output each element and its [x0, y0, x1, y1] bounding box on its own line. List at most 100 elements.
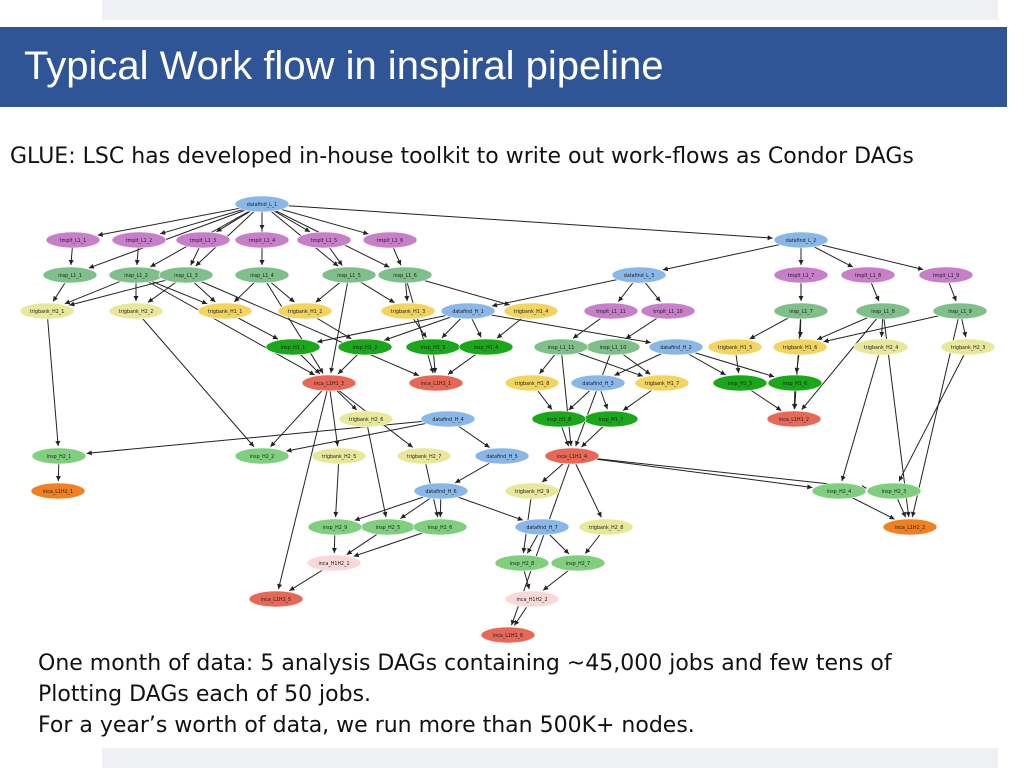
- dag-node-label: datafind_L_1: [247, 202, 277, 208]
- dag-edge-arrowhead: [286, 447, 292, 453]
- dag-node-label: tmplt_L1_9: [933, 273, 959, 279]
- dag-node-shape: [413, 482, 469, 500]
- dag-node: insp_L1_2: [108, 266, 164, 284]
- dag-edge-arrowhead: [388, 298, 395, 303]
- dag-edge-arrowhead: [195, 260, 201, 267]
- dag-node: insp_L1_7: [773, 302, 829, 320]
- dag-node-shape: [31, 447, 87, 465]
- dag-node-shape: [234, 231, 290, 249]
- dag-node-shape: [19, 302, 75, 320]
- dag-edge-arrowhead: [277, 583, 283, 590]
- dag-node-label: datafind_H_1: [452, 309, 483, 315]
- dag-edge-arrowhead: [315, 297, 322, 303]
- dag-edge-arrowhead: [917, 265, 924, 271]
- dag-node-shape: [321, 266, 377, 284]
- dag-node-label: insp_H1_4: [474, 345, 498, 351]
- dag-node: trigbank_H2_3: [940, 338, 996, 356]
- dag-edge-arrowhead: [216, 227, 223, 232]
- dag-edge: [286, 418, 449, 452]
- dag-node-label: insp_H2_7: [566, 561, 590, 567]
- dag-node-label: trigbank_H2_9: [515, 489, 550, 495]
- dag-node: tmplt_L1_3: [175, 231, 231, 249]
- dag-node: inca_L1H2_2: [882, 518, 938, 536]
- dag-edge-arrowhead: [455, 478, 461, 483]
- dag-node-label: trigbank_H1_7: [645, 381, 680, 387]
- dag-node-label: datafind_L_3: [624, 273, 654, 279]
- dag-edge-arrowhead: [134, 259, 140, 266]
- dag-node: trigbank_H1_5: [707, 338, 763, 356]
- dag-edge-arrowhead: [514, 619, 520, 626]
- dag-node: insp_L1_6: [377, 266, 433, 284]
- dag-node-shape: [504, 590, 560, 608]
- dag-edge-arrowhead: [889, 514, 895, 520]
- dag-edge-arrowhead: [840, 475, 846, 482]
- dag-node: insp_H1_3: [405, 338, 461, 356]
- dag-edge-arrowhead: [86, 450, 92, 456]
- dag-edge-arrowhead: [637, 372, 643, 377]
- dag-node: insp_H1_6: [767, 374, 823, 392]
- dag-edge-arrowhead: [901, 511, 906, 518]
- dag-node-shape: [811, 482, 867, 500]
- dag-node: trigbank_H2_5: [311, 447, 367, 465]
- dag-edge: [560, 346, 572, 447]
- dag-edge-arrowhead: [88, 263, 95, 269]
- dag-edge: [328, 382, 339, 447]
- dag-node-label: insp_H2_6: [428, 525, 452, 531]
- dag-node: insp_L1_8: [855, 302, 911, 320]
- dag-node: insp_L1_1: [42, 266, 98, 284]
- dag-node: insp_H2_5: [360, 518, 416, 536]
- dag-node-label: insp_L1_4: [250, 273, 274, 279]
- dag-edge: [135, 274, 315, 376]
- dag-edge-arrowhead: [645, 339, 651, 345]
- dag-edge: [195, 203, 263, 267]
- slide-title: Typical Work flow in inspiral pipeline: [24, 44, 664, 88]
- dag-node-shape: [234, 447, 290, 465]
- dag-node-shape: [882, 518, 938, 536]
- dag-node-shape: [504, 482, 560, 500]
- dag-edge: [86, 418, 449, 454]
- dag-node: datafind_H_5: [474, 447, 530, 465]
- dag-edge-arrowhead: [775, 405, 782, 411]
- dag-node-shape: [531, 410, 587, 428]
- dag-node-shape: [707, 338, 763, 356]
- dag-edge-arrowhead: [345, 334, 352, 339]
- dag-edge-arrowhead: [272, 334, 279, 340]
- dag-edge: [794, 310, 802, 410]
- dag-edge-arrowhead: [354, 516, 361, 522]
- dag-edge-arrowhead: [575, 440, 580, 447]
- dag-node-shape: [611, 266, 667, 284]
- dag-node-shape: [840, 266, 896, 284]
- dag-node: insp_H1_2: [337, 338, 393, 356]
- dag-edge-arrowhead: [437, 511, 443, 518]
- dag-node-label: insp_H2_1: [47, 454, 71, 460]
- dag-node: datafind_H_4: [420, 410, 476, 428]
- dag-node: datafind_L_3: [611, 266, 667, 284]
- dag-node: tmplt_L1_6: [362, 231, 418, 249]
- dag-node-shape: [458, 338, 514, 356]
- dag-node-shape: [45, 231, 101, 249]
- dag-node-shape: [380, 302, 436, 320]
- dag-edge-arrowhead: [413, 371, 419, 376]
- dag-edge-arrowhead: [572, 333, 579, 339]
- dag-node-shape: [570, 374, 626, 392]
- dag-edge-arrowhead: [309, 370, 315, 375]
- dag-edge-arrowhead: [768, 372, 775, 378]
- dag-node-shape: [853, 338, 909, 356]
- dag-edge-arrowhead: [510, 619, 516, 626]
- dag-node-label: trigbank_H1_3: [391, 309, 426, 315]
- dag-node: trigbank_H1_1: [197, 302, 253, 320]
- dag-edge-arrowhead: [147, 297, 154, 303]
- title-bar: [0, 27, 1007, 107]
- dag-node-shape: [480, 626, 536, 644]
- dag-node-label: tmplt_L1_3: [190, 238, 216, 244]
- dag-edge-arrowhead: [317, 338, 323, 344]
- dag-edge-arrowhead: [581, 441, 587, 447]
- dag-edge-arrowhead: [55, 440, 61, 447]
- dag-node: tmplt_L1_1: [45, 231, 101, 249]
- dag-node-label: trigbank_H1_6: [783, 345, 818, 351]
- dag-node-shape: [108, 302, 164, 320]
- dag-node-shape: [234, 195, 290, 213]
- dag-node-shape: [301, 374, 357, 392]
- dag-node-label: trigbank_H2_3: [951, 345, 986, 351]
- dag-node-label: tmplt_L1_10: [653, 309, 682, 315]
